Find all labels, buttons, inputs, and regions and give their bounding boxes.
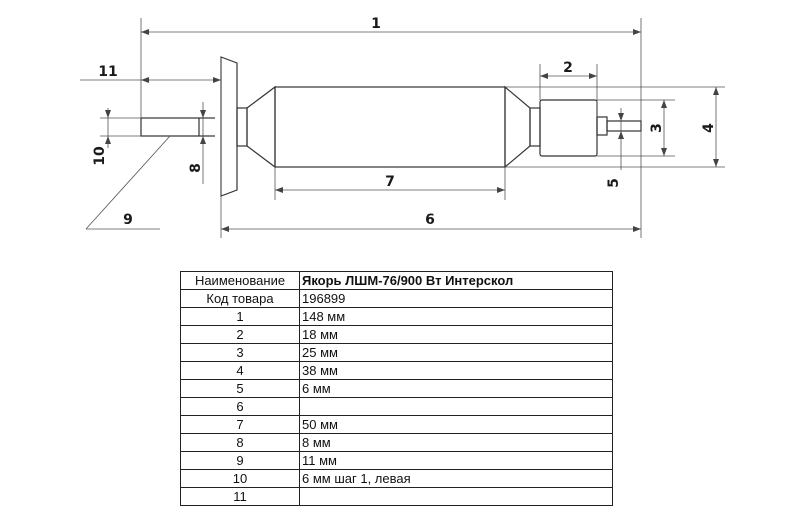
dimension-number-cell: 3 [180,343,300,362]
dim-label-5: 5 [606,178,622,188]
armature-drawing: 1 2 3 4 5 6 7 8 9 10 11 [80,16,725,238]
code-label-cell: Код товара [180,289,300,308]
table-row: 11 [180,487,613,506]
dimension-number-cell: 7 [180,415,300,434]
dimension-value-cell [299,397,613,416]
dimension-number-cell: 5 [180,379,300,398]
winding-right [504,85,531,169]
dimension-value-cell: 50 мм [299,415,613,434]
shaft-tip-right [596,116,608,136]
table-row: 6 [180,397,613,416]
dimension-value-cell: 25 мм [299,343,613,362]
shaft-neck-right [529,107,541,147]
dimension-value-cell: 6 мм [299,379,613,398]
dimension-value-cell: 11 мм [299,451,613,470]
winding-left [246,85,276,169]
dim-label-1: 1 [371,16,381,32]
dim-label-8: 8 [188,163,204,173]
dim-label-9: 9 [123,212,133,228]
commutator [539,99,598,157]
dimension-number-cell: 2 [180,325,300,344]
dim-label-2: 2 [563,60,573,76]
dimension-value-cell [299,487,613,506]
dimension-value-cell: 6 мм шаг 1, левая [299,469,613,488]
dimension-value-cell: 18 мм [299,325,613,344]
dim-label-3: 3 [649,123,665,133]
armature-core [274,86,506,168]
dimension-number-cell: 4 [180,361,300,380]
dim-label-11: 11 [98,64,117,80]
fan-disc [220,56,238,197]
dimension-number-cell: 11 [180,487,300,506]
dimension-value-cell: 148 мм [299,307,613,326]
shaft-tip-end [606,120,642,132]
table-code-row: Код товара 196899 [180,289,613,308]
dim-label-10: 10 [92,146,108,166]
dimension-number-cell: 8 [180,433,300,452]
dimension-value-cell: 38 мм [299,361,613,380]
header-label-cell: Наименование [180,271,300,290]
table-header-row: Наименование Якорь ЛШМ-76/900 Вт Интерск… [180,271,613,290]
dim-label-7: 7 [385,174,395,190]
dimension-number-cell: 6 [180,397,300,416]
dim-label-4: 4 [701,123,717,133]
dimension-number-cell: 10 [180,469,300,488]
dimension-number-cell: 9 [180,451,300,470]
code-value-cell: 196899 [299,289,613,308]
dimension-number-cell: 1 [180,307,300,326]
product-name-cell: Якорь ЛШМ-76/900 Вт Интерскол [299,271,613,290]
spec-table: Наименование Якорь ЛШМ-76/900 Вт Интерск… [180,271,613,506]
dimension-value-cell: 8 мм [299,433,613,452]
dim-label-6: 6 [425,212,435,228]
shaft-neck-left [236,107,248,147]
threaded-shaft-end [140,117,200,137]
